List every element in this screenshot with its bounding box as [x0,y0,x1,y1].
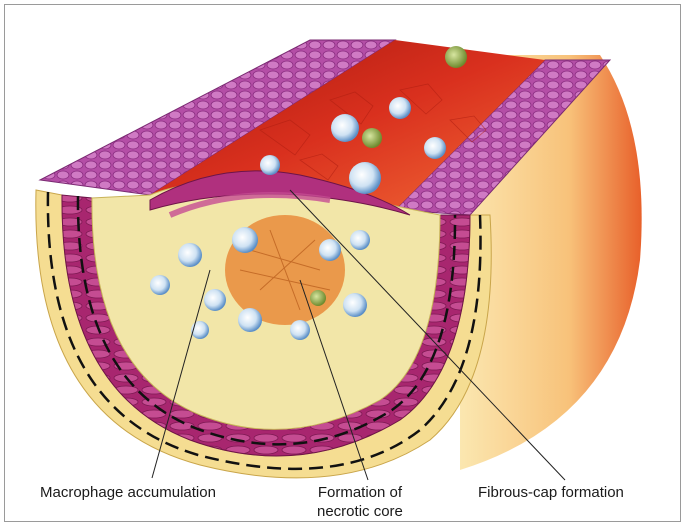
label-necrotic-line2: necrotic core [317,502,403,521]
label-macrophage-accumulation: Macrophage accumulation [40,483,216,502]
label-fibrous-cap-formation: Fibrous-cap formation [478,483,624,502]
label-necrotic-line1: Formation of [317,483,403,502]
label-necrotic-core: Formation of necrotic core [317,483,403,521]
